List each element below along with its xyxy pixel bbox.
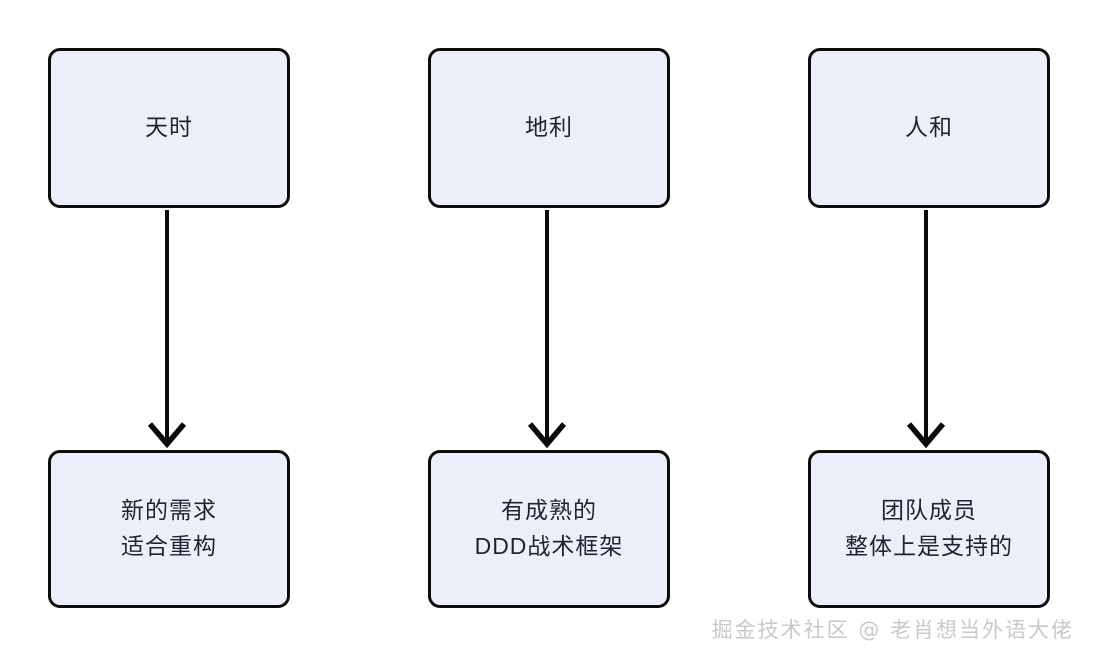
arrow-1-tianshi-to-new-requirement: [147, 210, 187, 449]
node-team-support[interactable]: 团队成员 整体上是支持的: [808, 450, 1050, 608]
node-tianshi[interactable]: 天时: [48, 48, 290, 208]
watermark-text: 掘金技术社区 @ 老肖想当外语大佬: [711, 618, 1074, 642]
arrow-2-dili-to-mature-ddd: [527, 210, 567, 449]
arrow-3-renhe-to-team-support: [906, 210, 946, 449]
node-dili[interactable]: 地利: [428, 48, 670, 208]
node-new-requirement[interactable]: 新的需求 适合重构: [48, 450, 290, 608]
node-renhe[interactable]: 人和: [808, 48, 1050, 208]
node-mature-ddd[interactable]: 有成熟的 DDD战术框架: [428, 450, 670, 608]
